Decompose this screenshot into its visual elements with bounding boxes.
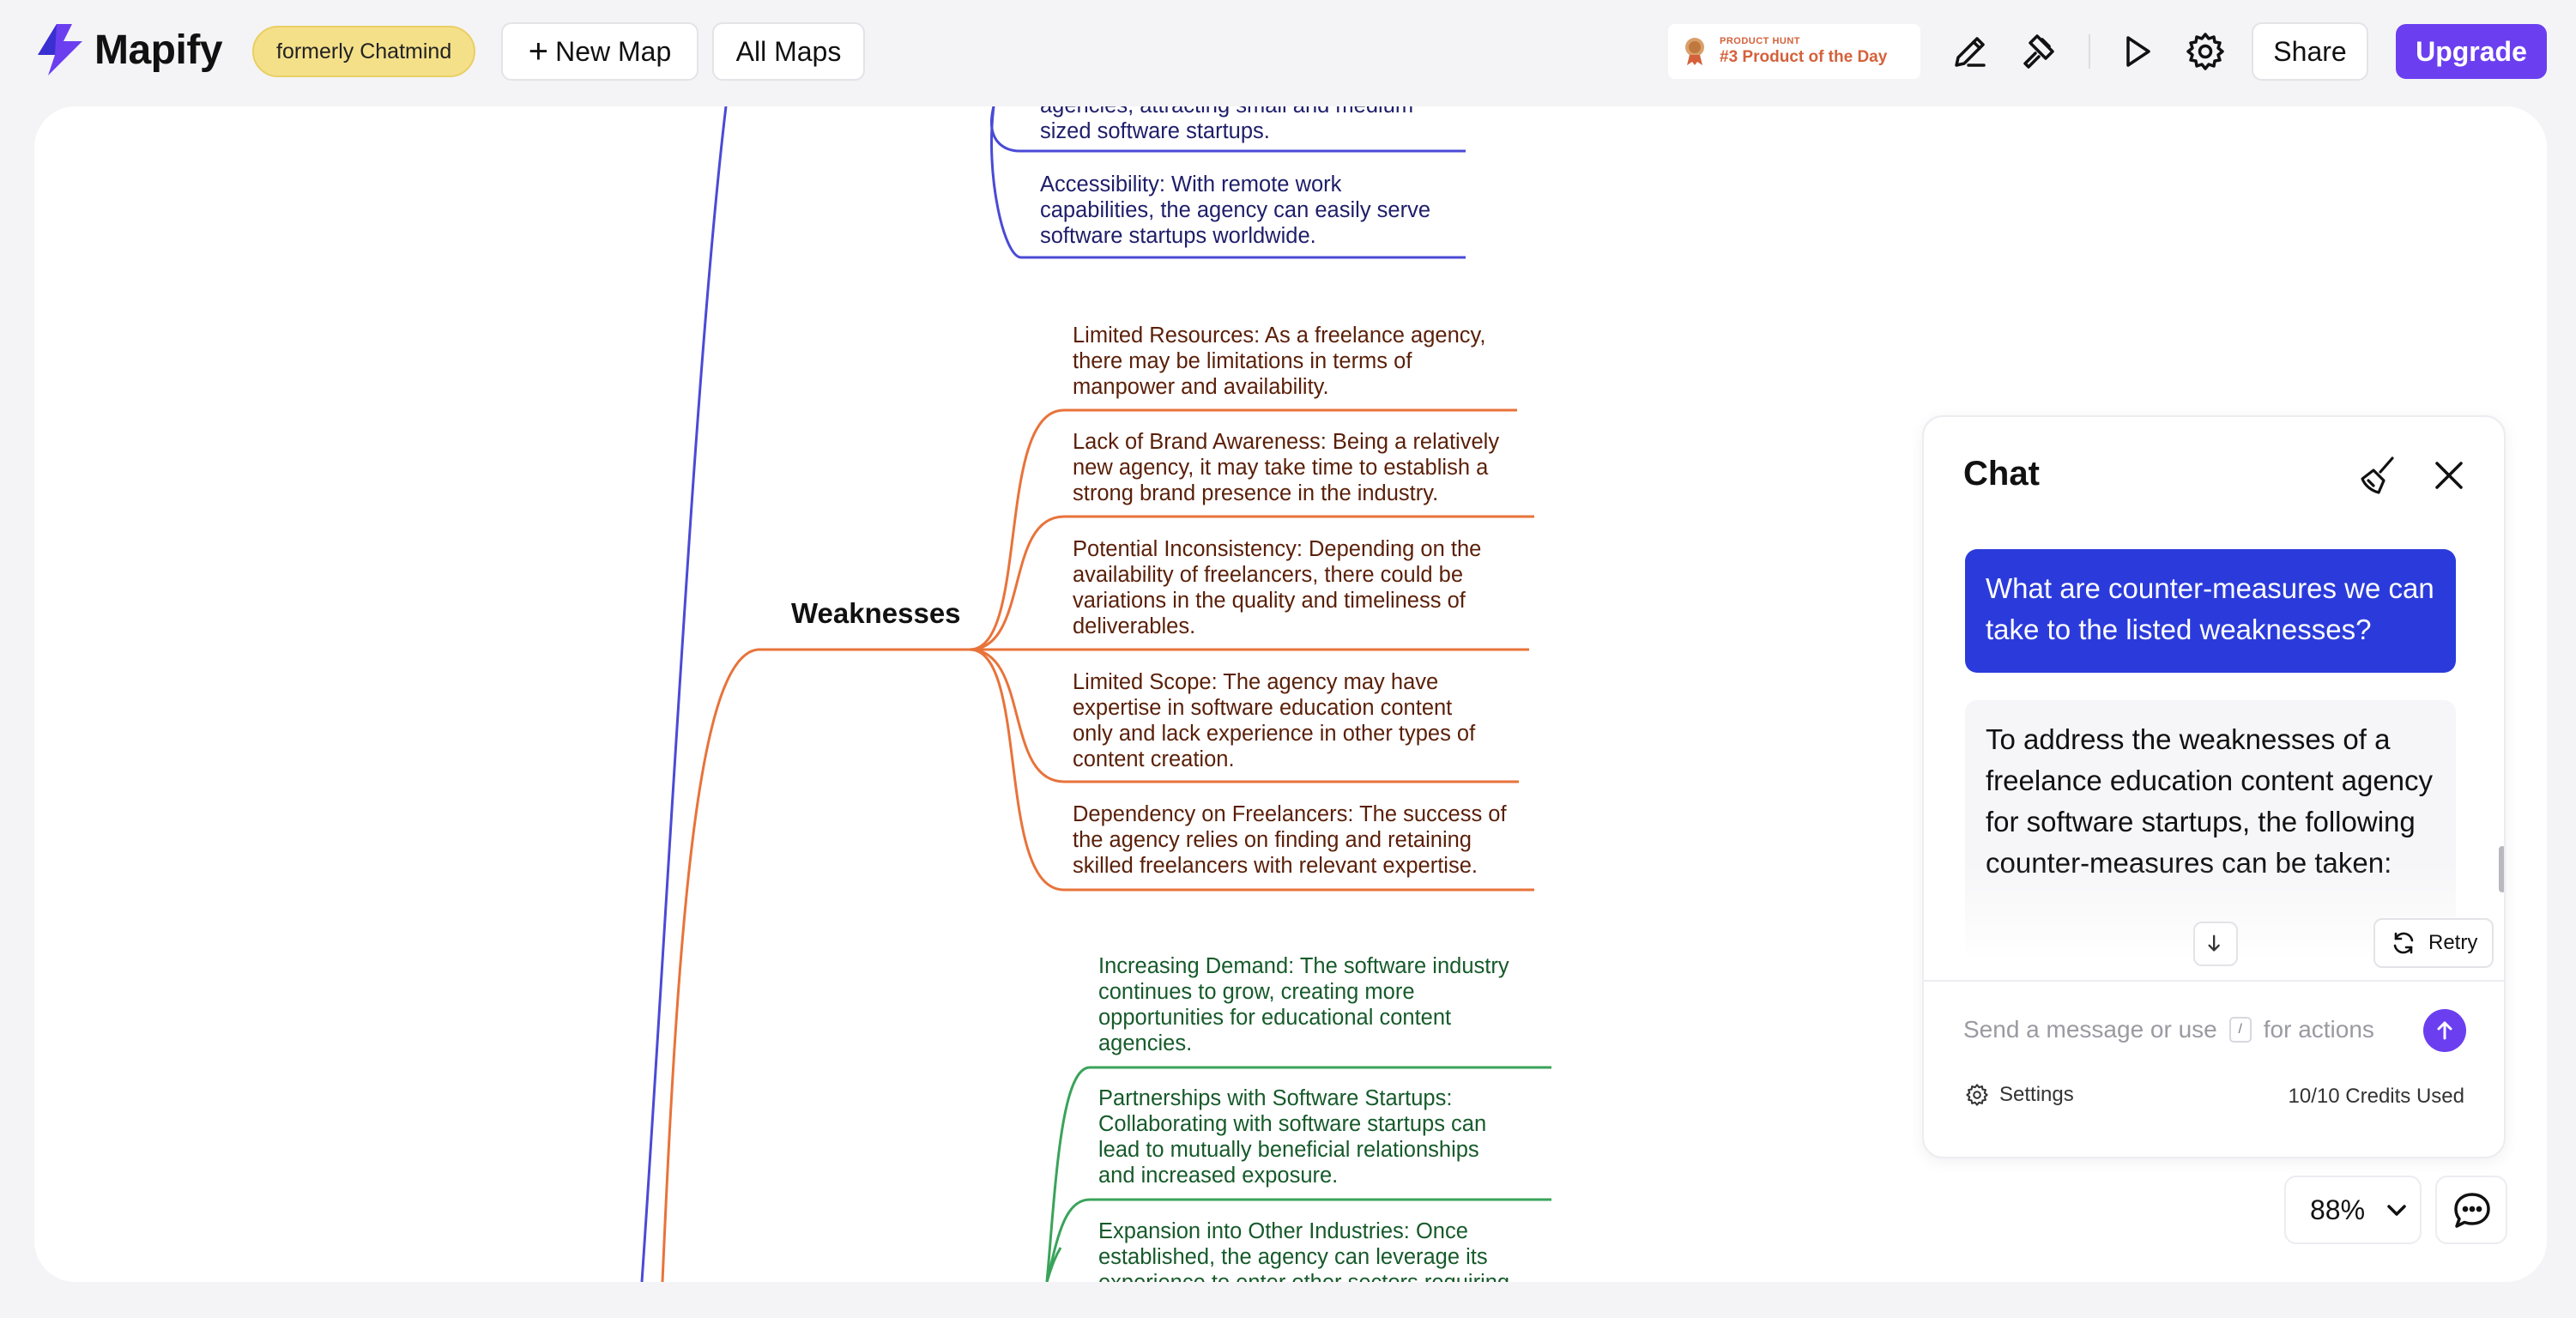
mindmap-branches [640, 106, 1551, 1282]
slash-key: / [2228, 1017, 2252, 1043]
gear-icon[interactable] [2185, 31, 2226, 72]
retry-label: Retry [2428, 931, 2478, 954]
format-painter-icon[interactable] [2018, 31, 2059, 72]
chat-divider [1924, 980, 2504, 982]
mindmap-node-increasing-demand[interactable]: Increasing Demand: The software industry… [1098, 954, 1509, 1055]
user-message: What are counter-measures we can take to… [1965, 549, 2456, 673]
plus-icon: + [528, 33, 549, 70]
app-logo[interactable]: Mapify [31, 21, 223, 79]
mindmap-node-brand-awareness[interactable]: Lack of Brand Awareness: Being a relativ… [1073, 430, 1500, 505]
upgrade-button[interactable]: Upgrade [2396, 24, 2547, 79]
credits-status: 10/10 Credits Used [2288, 1085, 2464, 1108]
mindmap-node-expansion[interactable]: Expansion into Other Industries: Once es… [1098, 1219, 1509, 1282]
product-hunt-caption: PRODUCT HUNT [1720, 36, 1800, 46]
mindmap-node-dependency[interactable]: Dependency on Freelancers: The success o… [1073, 802, 1507, 878]
mindmap-node-partnerships[interactable]: Partnerships with Software Startups: Col… [1098, 1086, 1487, 1188]
close-icon[interactable] [2430, 456, 2468, 494]
top-bar: Mapify formerly Chatmind +New Map All Ma… [0, 0, 2576, 105]
chat-message-input[interactable]: Send a message or use / for actions [1963, 1011, 2410, 1049]
broom-icon[interactable] [2358, 455, 2399, 496]
chat-panel: Chat What are counter-measures we can ta… [1922, 415, 2506, 1158]
zoom-dropdown[interactable]: 88% [2284, 1176, 2422, 1244]
pen-icon[interactable] [1950, 31, 1991, 72]
mindmap-node-accessibility[interactable]: Accessibility: With remote work capabili… [1040, 172, 1431, 248]
all-maps-button[interactable]: All Maps [712, 22, 865, 81]
formerly-badge: formerly Chatmind [252, 26, 476, 77]
chat-bubble-icon [2454, 1193, 2490, 1228]
zoom-level: 88% [2310, 1194, 2366, 1225]
medal-icon [1685, 38, 1704, 65]
product-hunt-rank: #3 Product of the Day [1720, 48, 1888, 66]
chat-title: Chat [1963, 455, 2040, 493]
input-placeholder-start: Send a message or use [1963, 1016, 2217, 1043]
product-hunt-badge[interactable]: PRODUCT HUNT #3 Product of the Day [1668, 24, 1920, 79]
app-name: Mapify [94, 27, 223, 73]
arrow-up-icon [2437, 1021, 2452, 1040]
scroll-down-button[interactable] [2193, 922, 2238, 966]
lightning-logo-icon [38, 24, 82, 76]
mindmap-node-inconsistency[interactable]: Potential Inconsistency: Depending on th… [1073, 537, 1482, 638]
chevron-down-icon [2387, 1205, 2406, 1216]
chat-toggle-button[interactable] [2435, 1176, 2507, 1244]
share-button[interactable]: Share [2252, 22, 2368, 81]
mindmap-node-limited-scope[interactable]: Limited Scope: The agency may have exper… [1073, 670, 1476, 771]
new-map-label: New Map [555, 36, 672, 67]
mindmap-node-accessibility-prev[interactable]: agencies, attracting small and medium si… [1040, 106, 1413, 143]
gear-icon [1966, 1084, 1988, 1106]
arrow-down-icon [2208, 934, 2220, 952]
refresh-icon [2393, 932, 2414, 954]
send-button[interactable] [2423, 1009, 2466, 1052]
chat-settings-button[interactable]: Settings [1965, 1083, 2074, 1107]
mindmap-node-weaknesses[interactable]: Weaknesses [791, 597, 961, 629]
play-icon[interactable] [2116, 31, 2157, 72]
new-map-button[interactable]: +New Map [501, 22, 698, 81]
toolbar-separator [2089, 34, 2090, 69]
settings-label: Settings [1999, 1083, 2074, 1106]
retry-button[interactable]: Retry [2373, 918, 2494, 968]
chat-scrollbar[interactable] [2499, 846, 2504, 892]
input-placeholder-end: for actions [2263, 1016, 2374, 1043]
mindmap-node-limited-resources[interactable]: Limited Resources: As a freelance agency… [1073, 323, 1486, 399]
